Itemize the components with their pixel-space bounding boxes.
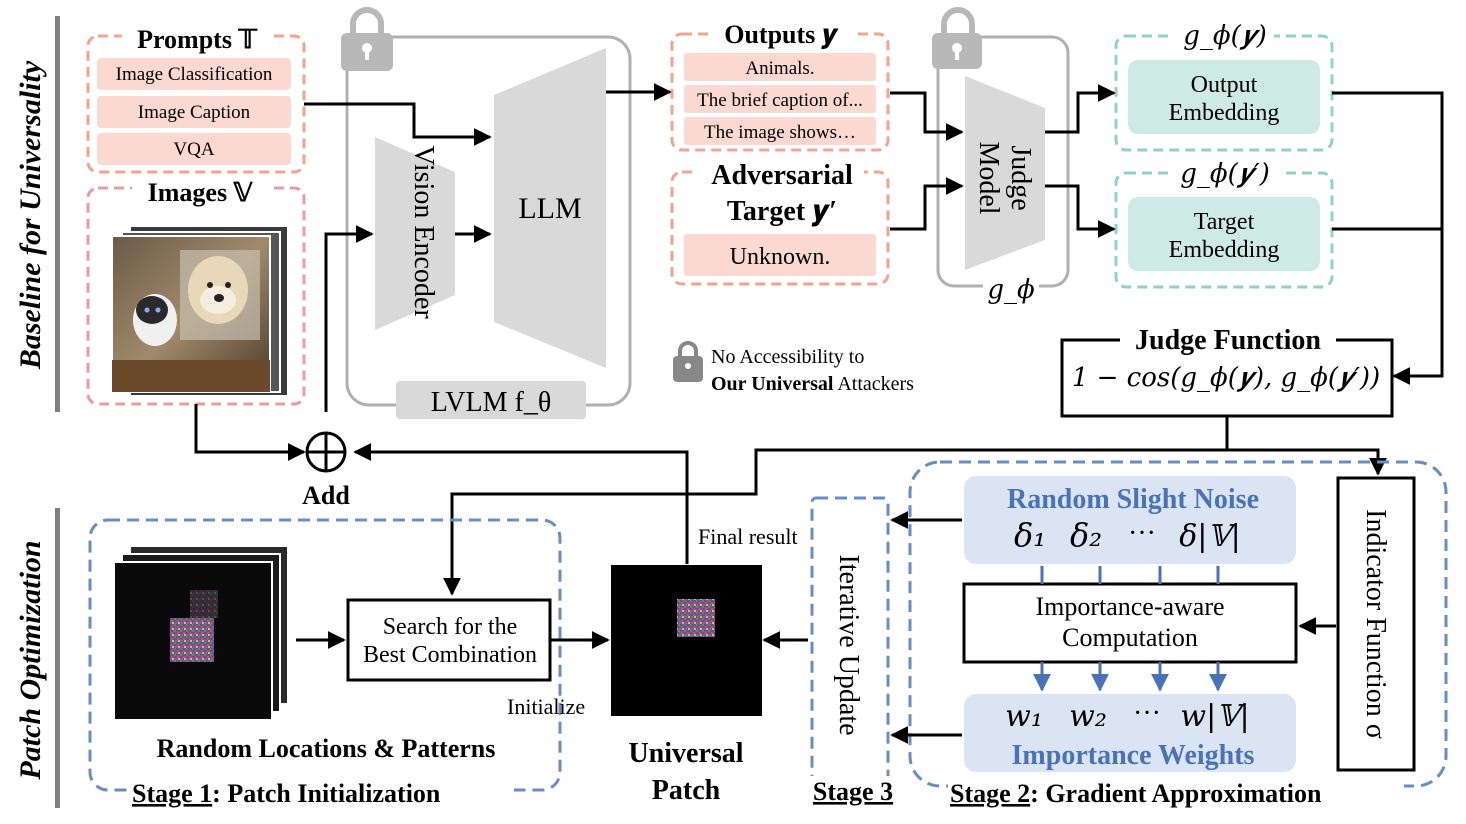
- computation-line2: Computation: [1062, 623, 1198, 652]
- no-access-line1: No Accessibility to: [711, 346, 864, 368]
- no-access-note: No Accessibility to Our Universal Attack…: [673, 341, 914, 395]
- prompts-box: Prompts 𝕋 Image Classification Image Cap…: [86, 25, 306, 174]
- output-embedding-title: g_ϕ(𝒚): [1183, 21, 1267, 51]
- adversarial-box: Adversarial Target 𝒚′ Unknown.: [670, 160, 890, 286]
- adversarial-title-2: Target 𝒚′: [727, 196, 837, 227]
- weights-title: Importance Weights: [1012, 740, 1255, 771]
- images-box: Images 𝕍: [86, 178, 306, 406]
- indicator-label: Indicator Function σ: [1360, 509, 1391, 739]
- stage1-title: Stage 1: Patch Initialization: [132, 779, 441, 808]
- stage2-arrows: [890, 511, 1336, 744]
- judge-label-1: Judge: [1005, 145, 1036, 210]
- adversarial-title-1: Adversarial: [711, 160, 853, 191]
- universal-patch-line2: Patch: [652, 775, 721, 806]
- final-result-label: Final result: [698, 524, 798, 549]
- prompt-item-vqa: VQA: [173, 139, 214, 160]
- output-embedding-box: g_ϕ(𝒚) Output Embedding: [1114, 21, 1334, 152]
- llm-label: LLM: [518, 192, 581, 225]
- output-item-animals: Animals.: [745, 58, 814, 79]
- weight-1: w₁: [1005, 699, 1043, 734]
- lock-icon-small: [673, 341, 703, 382]
- stage3-box: Iterative Update: [810, 496, 890, 782]
- lvlm-frame: Vision Encoder LLM LVLM f_θ: [341, 7, 632, 419]
- prompts-title: Prompts 𝕋: [137, 25, 257, 54]
- output-item-caption: The brief caption of...: [697, 90, 863, 111]
- outputs-title: Outputs 𝒚: [724, 20, 839, 50]
- computation-line1: Importance-aware: [1035, 592, 1224, 621]
- delta-2: δ₂: [1070, 516, 1102, 554]
- side-bar-top: [55, 16, 60, 412]
- search-line2: Best Combination: [363, 642, 537, 668]
- output-embedding-line2: Embedding: [1169, 100, 1280, 126]
- stage2-title: Stage 2: Gradient Approximation: [950, 779, 1322, 808]
- top-arrows: [194, 83, 1444, 596]
- target-embedding-title: g_ϕ(𝒚′): [1180, 159, 1270, 189]
- side-label-top: Baseline for Universality: [14, 60, 47, 370]
- images-title: Images 𝕍: [148, 178, 254, 207]
- stage2-box: Random Slight Noise δ₁ δ₂ ··· δ|𝕍| Impor…: [908, 460, 1448, 788]
- search-line1: Search for the: [383, 614, 518, 640]
- lvlm-label: LVLM f_θ: [431, 387, 552, 418]
- weight-2: w₂: [1069, 699, 1107, 734]
- stage1-title-rest: : Patch Initialization: [212, 779, 441, 808]
- delta-v: δ|𝕍|: [1179, 519, 1241, 554]
- lock-icon-judge: [932, 7, 982, 69]
- random-patch-stack: [113, 545, 289, 721]
- noise-title: Random Slight Noise: [1007, 484, 1259, 515]
- delta-1: δ₁: [1014, 516, 1046, 554]
- stage1-box: Random Locations & Patterns Search for t…: [88, 518, 562, 792]
- weight-dots: ···: [1133, 698, 1161, 729]
- side-label-bottom: Patch Optimization: [14, 540, 47, 780]
- target-embedding-line2: Embedding: [1169, 237, 1280, 263]
- judge-function-formula: 1 − cos(g_ϕ(𝒚), g_ϕ(𝒚′)): [1072, 363, 1380, 393]
- adversarial-item-unknown: Unknown.: [730, 244, 831, 270]
- lock-icon: [341, 7, 393, 71]
- no-access-bold: Our Universal: [711, 373, 834, 395]
- universal-patch-line1: Universal: [628, 738, 743, 769]
- delta-dots: ···: [1128, 518, 1156, 549]
- weight-v: w|𝕍|: [1180, 699, 1249, 734]
- add-label: Add: [302, 481, 350, 510]
- prompt-item-caption: Image Caption: [138, 102, 251, 123]
- output-embedding-line1: Output: [1191, 72, 1258, 98]
- output-item-shows: The image shows…: [704, 122, 856, 143]
- side-bar-bottom: [55, 508, 60, 808]
- stage3-title: Stage 3: [813, 777, 893, 806]
- target-embedding-line1: Target: [1194, 209, 1255, 235]
- stage2-title-rest: : Gradient Approximation: [1030, 779, 1322, 808]
- vision-encoder-label: Vision Encoder: [408, 145, 439, 319]
- judge-label-2: Model: [973, 141, 1004, 214]
- stage1-title-underlined: Stage 1: [132, 779, 212, 808]
- initialize-label: Initialize: [507, 694, 585, 719]
- judge-function-box: Judge Function 1 − cos(g_ϕ(𝒚), g_ϕ(𝒚′)): [1060, 325, 1394, 418]
- universal-patch: [611, 565, 762, 716]
- iterative-update-label: Iterative Update: [833, 554, 864, 735]
- stage1-caption: Random Locations & Patterns: [157, 734, 496, 763]
- prompt-item-classification: Image Classification: [116, 64, 273, 85]
- outputs-box: Outputs 𝒚 Animals. The brief caption of.…: [670, 20, 890, 152]
- no-access-rest: Attackers: [833, 373, 914, 395]
- judge-model-frame: Judge Model g_ϕ: [932, 7, 1070, 306]
- judge-gphi: g_ϕ: [987, 275, 1035, 305]
- add-symbol: [305, 431, 347, 473]
- image-stack: [111, 225, 289, 397]
- target-embedding-box: g_ϕ(𝒚′) Target Embedding: [1114, 159, 1334, 289]
- stage2-blue-arrows: [1033, 566, 1227, 692]
- no-access-line2: Our Universal Attackers: [711, 373, 914, 395]
- judge-function-title: Judge Function: [1135, 325, 1321, 356]
- stage2-title-underlined: Stage 2: [950, 779, 1030, 808]
